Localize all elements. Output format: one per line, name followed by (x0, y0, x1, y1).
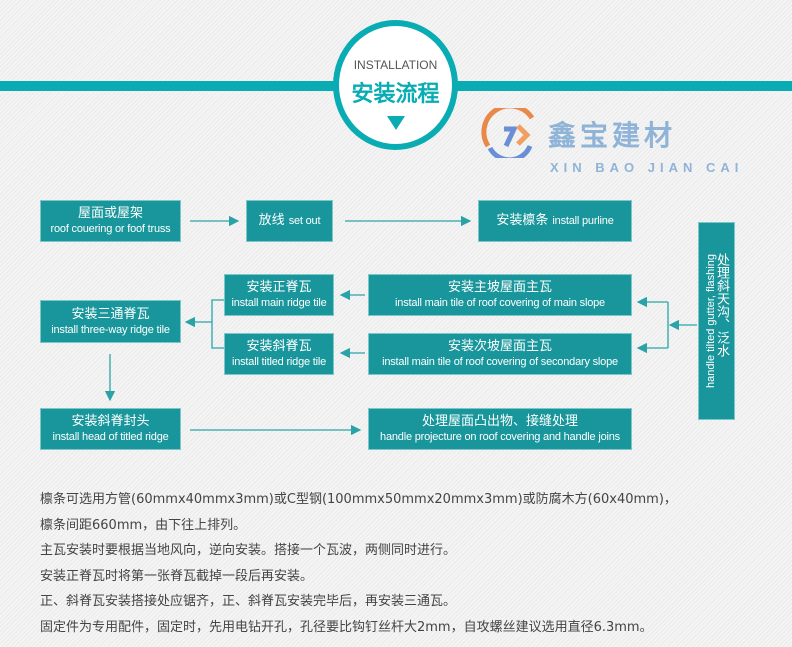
header-title-cn: 安装流程 (351, 82, 440, 107)
step-secondary-slope: 安装次坡屋面主瓦 install main tile of roof cover… (368, 333, 632, 375)
step-three-way: 安装三通脊瓦 install three-way ridge tile (40, 300, 181, 343)
step-gutter: handle tilted gutter, flashing 处理斜天沟、泛水 (698, 222, 735, 420)
step-label-cn: 屋面或屋架 (77, 206, 143, 221)
note-line: 檩条可选用方管(60mmx40mmx3mm)或C型钢(100mmx50mmx20… (40, 492, 677, 507)
step-projecture: 处理屋面凸出物、接缝处理 handle projecture on roof c… (368, 408, 632, 450)
step-label-cn: 安装斜脊瓦 (246, 339, 312, 354)
step-main-ridge: 安装正脊瓦 install main ridge tile (224, 274, 334, 316)
watermark-text-en: XIN BAO JIAN CAI (550, 160, 744, 175)
step-label-en: install head of titled ridge (52, 431, 169, 443)
header-title-en: INSTALLATION (353, 58, 438, 72)
step-label-cn: 安装正脊瓦 (246, 280, 312, 295)
step-label-cn: 处理屋面凸出物、接缝处理 (421, 414, 578, 429)
step-label-en: install main tile of roof covering of ma… (395, 297, 605, 309)
header-badge: INSTALLATION 安装流程 (333, 20, 458, 150)
step-label-en: roof couering or foof truss (50, 223, 171, 235)
step-label-en: install purline (552, 215, 614, 227)
note-line: 主瓦安装时要根据当地风向，逆向安装。搭接一个瓦波，两侧同时进行。 (40, 543, 457, 558)
step-label-en: set out (288, 215, 321, 227)
step-roof: 屋面或屋架 roof couering or foof truss (40, 200, 181, 242)
step-label-cn: 安装次坡屋面主瓦 (447, 339, 552, 354)
step-label-en: install three-way ridge tile (51, 323, 170, 336)
step-label-cn: 放线 (258, 213, 285, 228)
step-setout: 放线 set out (246, 200, 333, 242)
step-label-en: handle projecture on roof covering and h… (380, 431, 620, 443)
down-triangle-icon (386, 116, 405, 130)
step-label-cn: 处理斜天沟、泛水 (714, 253, 729, 357)
step-main-slope: 安装主坡屋面主瓦 install main tile of roof cover… (368, 274, 632, 316)
note-line: 固定件为专用配件，固定时，先用电钻开孔，孔径要比钩钉丝杆大2mm，自攻螺丝建议选… (40, 619, 653, 635)
step-purline: 安装檩条 install purline (478, 200, 632, 242)
step-label-en: install titled ridge tile (231, 356, 327, 368)
note-line: 檩条间距660mm，由下往上排列。 (40, 517, 247, 533)
step-label-en: install main tile of roof covering of se… (382, 356, 618, 368)
note-line: 正、斜脊瓦安装搭接处应锯齐，正、斜脊瓦安装完毕后，再安装三通瓦。 (40, 594, 457, 609)
installation-notes: 檩条可选用方管(60mmx40mmx3mm)或C型钢(100mmx50mmx20… (40, 487, 677, 640)
step-label-cn: 安装斜脊封头 (71, 414, 150, 429)
step-label-cn: 安装檩条 (496, 213, 549, 228)
step-label-cn: 安装三通脊瓦 (71, 306, 150, 322)
step-label-en: install main ridge tile (231, 297, 327, 309)
step-head: 安装斜脊封头 install head of titled ridge (40, 408, 181, 450)
note-line: 安装正脊瓦时将第一张脊瓦截掉一段后再安装。 (40, 568, 314, 584)
bracket-ridge (211, 299, 224, 349)
step-titled-ridge: 安装斜脊瓦 install titled ridge tile (224, 333, 334, 375)
step-label-cn: 安装主坡屋面主瓦 (447, 280, 552, 295)
